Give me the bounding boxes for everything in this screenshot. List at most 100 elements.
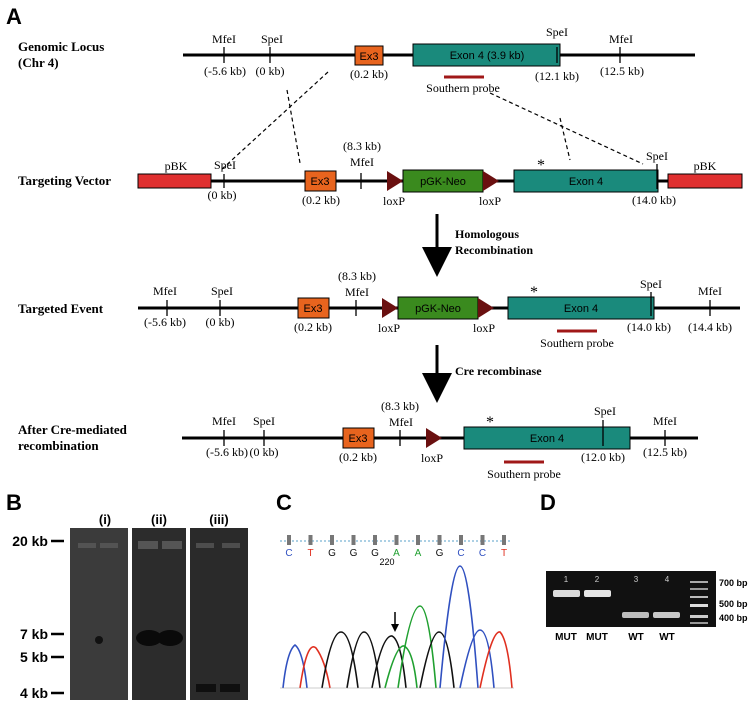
- lane-label: (i): [99, 512, 111, 527]
- blot-panel-iii: [190, 528, 248, 700]
- base-tick: [351, 535, 356, 545]
- pcr-gel: 1 2 3 4 700 bp 500 bp 400 bp MUT MUT WT …: [546, 571, 748, 643]
- blot-band: [220, 684, 240, 692]
- position-label: (8.3 kb): [338, 269, 376, 283]
- mutation-asterisk: *: [537, 157, 545, 174]
- pgk-neo-label: pGK-Neo: [420, 176, 466, 188]
- southern-probe-label: Southern probe: [487, 467, 561, 481]
- trace-peak: [371, 635, 407, 689]
- genotype-label: MUT: [555, 632, 577, 643]
- mfei-site-label: MfeI: [389, 415, 413, 429]
- base-tick: [330, 535, 334, 545]
- base-call: A: [415, 548, 422, 559]
- mfei-site-label: MfeI: [609, 32, 633, 46]
- exon4-label: Exon 4 (3.9 kb): [450, 50, 525, 62]
- ex3-label: Ex3: [349, 433, 368, 445]
- mfei-site-label: MfeI: [698, 284, 722, 298]
- position-label: (0.2 kb): [294, 320, 332, 334]
- spei-site-label: SpeI: [261, 32, 283, 46]
- trace-peak: [299, 646, 331, 689]
- cre-row-label: After Cre-mediated: [18, 422, 128, 437]
- blot-panel-ii: [132, 528, 186, 700]
- mfei-site-label: MfeI: [653, 414, 677, 428]
- base-tick: [394, 535, 399, 545]
- genomic-locus-label: Genomic Locus: [18, 39, 104, 54]
- blot-band: [196, 684, 216, 692]
- mfei-site-label: MfeI: [153, 284, 177, 298]
- genotype-label: WT: [628, 632, 644, 643]
- ladder-label: 400 bp: [719, 613, 748, 623]
- panel-label-b: B: [6, 490, 22, 515]
- mfei-site-label: MfeI: [212, 32, 236, 46]
- spei-site-label: SpeI: [211, 284, 233, 298]
- blot-band: [157, 630, 183, 646]
- arrow1-label: Homologous: [455, 227, 519, 241]
- base-call: G: [350, 548, 358, 559]
- mutation-asterisk: *: [530, 284, 538, 301]
- marker-label: 4 kb: [20, 685, 48, 701]
- loxp-label: loxP: [378, 321, 400, 335]
- position-label: (0.2 kb): [339, 450, 377, 464]
- blot-spot: [95, 636, 103, 644]
- genotype-label: WT: [659, 632, 675, 643]
- base-call: C: [457, 548, 464, 559]
- lane-number: 1: [564, 575, 569, 584]
- spei-site-label: SpeI: [253, 414, 275, 428]
- spei-site-label: SpeI: [594, 404, 616, 418]
- position-label: (12.1 kb): [535, 69, 579, 83]
- loxp-triangle: [387, 171, 403, 191]
- mfei-site-label: MfeI: [212, 414, 236, 428]
- base-tick: [480, 535, 485, 545]
- trace-peak: [479, 631, 513, 689]
- exon4-box: [412, 43, 561, 67]
- arrow1-label: Recombination: [455, 243, 533, 257]
- spei-site-label: SpeI: [640, 277, 662, 291]
- trace-peak: [346, 631, 381, 689]
- gel-band: [622, 612, 649, 618]
- ex3-box: [297, 297, 330, 319]
- ladder-label: 500 bp: [719, 599, 748, 609]
- position-label: (14.0 kb): [632, 193, 676, 207]
- base-tick: [287, 535, 291, 545]
- cre-row-label: recombination: [18, 438, 99, 453]
- base-tick: [308, 535, 313, 545]
- gel-background: [546, 571, 716, 627]
- blot-band: [136, 630, 162, 646]
- base-call: T: [307, 548, 313, 559]
- trace-peak: [439, 565, 479, 689]
- position-label: (-5.6 kb): [206, 445, 248, 459]
- southern-blot: (i) (ii) (iii) 20 kb 7 kb 5 kb 4 kb: [12, 512, 248, 701]
- position-label: (0.2 kb): [350, 67, 388, 81]
- trace-peak: [459, 629, 495, 689]
- targeted-event-row: Targeted Event MfeI (-5.6 kb) SpeI (0 kb…: [18, 269, 740, 350]
- position-label: (8.3 kb): [381, 399, 419, 413]
- base-tick: [459, 535, 463, 545]
- base-call: T: [501, 548, 507, 559]
- mfei-site-label: MfeI: [350, 155, 374, 169]
- ladder-label: 700 bp: [719, 578, 748, 588]
- base-call: A: [393, 548, 400, 559]
- base-call: G: [436, 548, 444, 559]
- position-label: (0 kb): [256, 64, 285, 78]
- targeting-vector-label: Targeting Vector: [18, 173, 111, 188]
- exon4-box: [507, 296, 655, 320]
- exon4-box: [463, 426, 631, 450]
- southern-probe-label: Southern probe: [426, 81, 500, 95]
- position-label: (14.4 kb): [688, 320, 732, 334]
- gel-band: [553, 590, 580, 597]
- exon4-box: [513, 169, 659, 193]
- panel-label-c: C: [276, 490, 292, 515]
- ex3-box: [342, 427, 375, 449]
- position-label: (0 kb): [250, 445, 279, 459]
- genomic-locus-row: Genomic Locus (Chr 4) MfeI (-5.6 kb) Spe…: [18, 25, 695, 95]
- loxp-label: loxP: [421, 451, 443, 465]
- exon4-label: Exon 4: [569, 176, 603, 188]
- base-tick: [437, 535, 442, 545]
- ex3-box: [304, 170, 337, 192]
- loxp-triangle: [478, 298, 494, 318]
- spei-site-label: SpeI: [646, 149, 668, 163]
- base-call: C: [479, 548, 486, 559]
- position-label: (0.2 kb): [302, 193, 340, 207]
- ex3-label: Ex3: [311, 176, 330, 188]
